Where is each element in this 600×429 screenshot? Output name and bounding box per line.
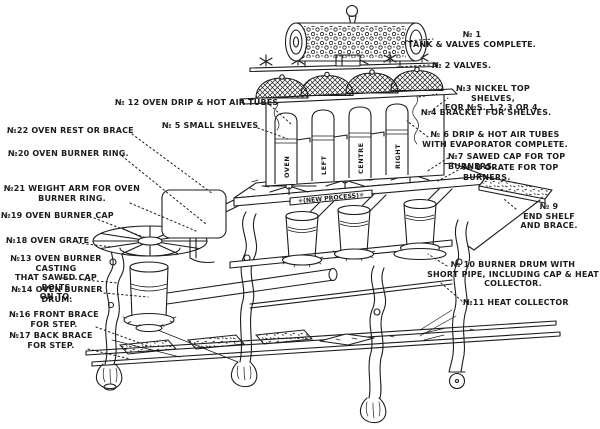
nameplate-star-left-icon: ✳ xyxy=(298,198,304,205)
part-label-no1: № 1 TANK & VALVES COMPLETE. xyxy=(407,30,537,49)
front-right-leg-drawing xyxy=(359,265,387,424)
tube-label-left: LEFT xyxy=(320,155,328,175)
part-label-no20: №20 OVEN BURNER RING. xyxy=(8,149,129,158)
part-label-no13: №13 OVEN BURNER CASTING THAT SAWED CAP B… xyxy=(10,254,102,301)
tube-label-centre: CENTRE xyxy=(357,142,365,174)
part-label-no17: №17 BACK BRACE FOR STEP. xyxy=(9,331,93,350)
burner-drums-drawing xyxy=(280,183,453,268)
part-label-no4: №4 BRACKET FOR SHELVES. xyxy=(421,108,552,117)
part-label-no8: № 8 GRATE FOR TOP BURNERS. xyxy=(463,163,559,182)
part-label-no3: №3 NICKEL TOP SHELVES, FOR №S. 1,2,3 OR … xyxy=(444,84,542,112)
tube-label-right: RIGHT xyxy=(394,144,402,169)
part-label-no6: № 6 DRIP & HOT AIR TUBES WITH EVAPORATOR… xyxy=(422,130,568,149)
leader-lines xyxy=(61,38,517,360)
bottom-step-drawing xyxy=(85,320,561,367)
part-label-no7: №7 SAWED CAP FOR TOP BURNERS. xyxy=(448,152,566,171)
oven-burner-ring-drawing xyxy=(119,247,181,257)
part-label-no9: № 9 END SHELF AND BRACE. xyxy=(520,202,578,230)
diamond-plate-icon xyxy=(319,333,375,346)
frame-rail xyxy=(249,279,453,309)
hot-air-tubes-drawing: OVEN LEFT CENTRE RIGHT xyxy=(265,90,445,187)
heat-collector-drawing xyxy=(393,247,447,261)
front-left-leg-drawing xyxy=(95,230,125,391)
part-label-no10: № 10 BURNER DRUM WITH SHORT PIPE, INCLUD… xyxy=(427,260,599,288)
part-label-no2: № 2 VALVES. xyxy=(432,61,492,70)
oven-burner-drawing xyxy=(122,261,338,333)
part-label-no22: №22 OVEN REST OR BRACE xyxy=(7,126,134,135)
tank-ring-handle-icon xyxy=(345,4,359,18)
part-label-no5: № 5 SMALL SHELVES xyxy=(162,121,259,130)
chain-right-icon xyxy=(412,92,419,145)
tank-drawing xyxy=(284,4,428,62)
part-label-no12: № 12 OVEN DRIP & HOT AIR TUBES xyxy=(115,98,279,107)
tube-label-oven: OVEN xyxy=(283,156,291,178)
step-braces-drawing xyxy=(111,309,457,363)
part-label-no11: №11 HEAT COLLECTOR xyxy=(463,298,569,307)
end-shelf-drawing xyxy=(467,176,553,251)
part-label-no19: №19 OVEN BURNER CAP xyxy=(1,211,114,220)
part-label-no16: №16 FRONT BRACE FOR STEP. xyxy=(9,310,99,329)
nameplate-star-right-icon: ✳ xyxy=(359,192,365,199)
part-label-no21: №21 WEIGHT ARM FOR OVEN BURNER RING. xyxy=(3,184,141,203)
part-label-no18: №18 OVEN GRATE xyxy=(6,236,90,245)
nickel-top-shelf-drawing xyxy=(239,66,458,105)
caster-wheel-icon xyxy=(454,378,460,384)
mid-left-leg-drawing xyxy=(230,211,258,388)
part-label-no14: №14 OVEN BURNER DRUM. xyxy=(11,285,103,304)
